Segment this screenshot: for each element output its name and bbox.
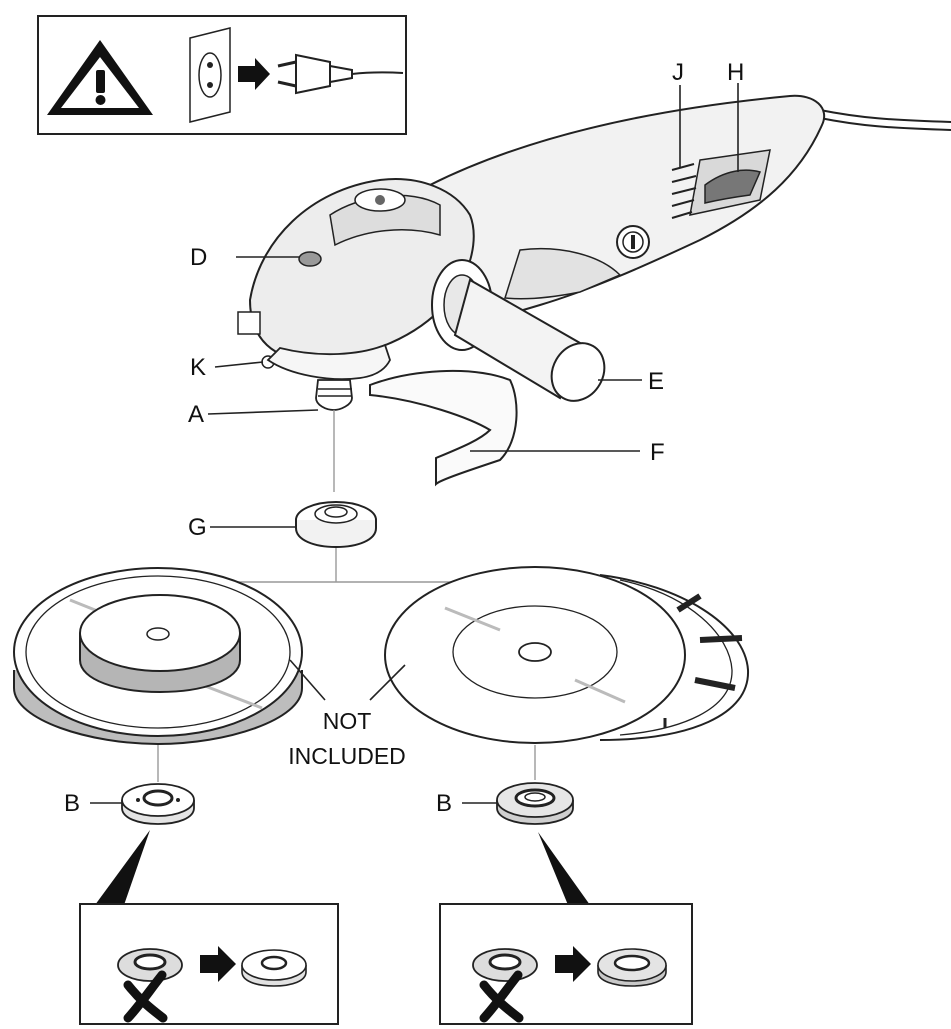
angle-grinder — [237, 94, 951, 487]
label-a: A — [188, 401, 204, 428]
arrow-right-icon — [200, 946, 236, 982]
label-h: H — [727, 59, 744, 86]
label-d: D — [190, 244, 207, 271]
not-included-line1: NOT — [323, 708, 372, 734]
label-b-left: B — [64, 790, 80, 817]
label-j: J — [672, 59, 684, 86]
leader-lines — [90, 83, 739, 804]
label-f: F — [650, 439, 665, 466]
inner-flange-g — [295, 410, 377, 549]
arrow-right-icon — [238, 58, 270, 90]
not-included-line2: INCLUDED — [288, 743, 406, 769]
grinding-wheel — [13, 567, 303, 746]
outer-flange-left — [121, 745, 195, 825]
left-callout-pointer — [95, 830, 150, 905]
label-k: K — [190, 354, 206, 381]
label-b-right: B — [436, 790, 452, 817]
outer-flange-right — [496, 745, 574, 825]
flange-orientation-box-left — [79, 903, 339, 1025]
right-callout-pointer — [538, 832, 590, 905]
cross-mark-icon — [479, 970, 524, 1023]
cutting-disc — [384, 566, 750, 744]
label-e: E — [648, 368, 664, 395]
label-g: G — [188, 514, 207, 541]
unplug-icon — [189, 27, 404, 123]
arrow-right-icon — [555, 946, 591, 982]
unplug-warning-box — [37, 15, 407, 135]
flange-orientation-box-right — [439, 903, 693, 1025]
cross-mark-icon — [123, 970, 168, 1023]
warning-triangle-icon — [47, 40, 153, 115]
